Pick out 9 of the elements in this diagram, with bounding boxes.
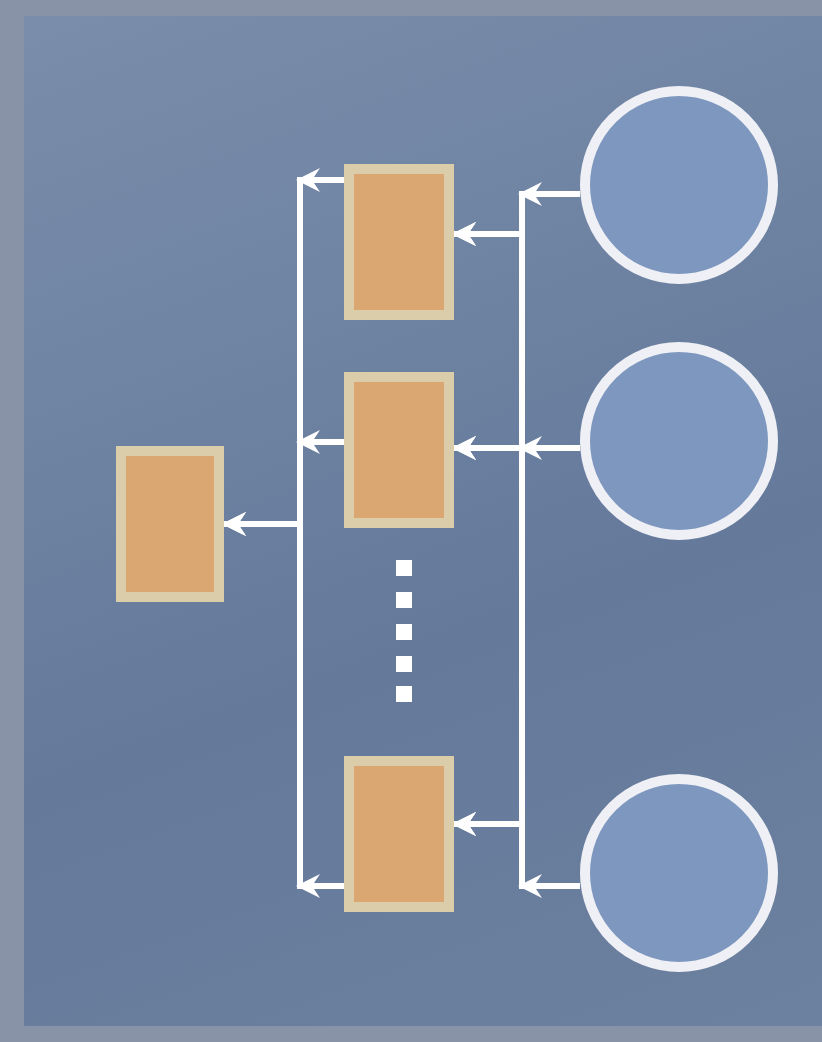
arrow xyxy=(518,182,580,206)
process-box xyxy=(344,756,454,912)
arrow xyxy=(296,874,344,898)
arrow xyxy=(296,168,344,192)
process-box xyxy=(116,446,224,602)
arrow xyxy=(296,430,344,454)
arrow xyxy=(518,874,580,898)
process-box xyxy=(344,372,454,528)
process-box xyxy=(344,164,454,320)
